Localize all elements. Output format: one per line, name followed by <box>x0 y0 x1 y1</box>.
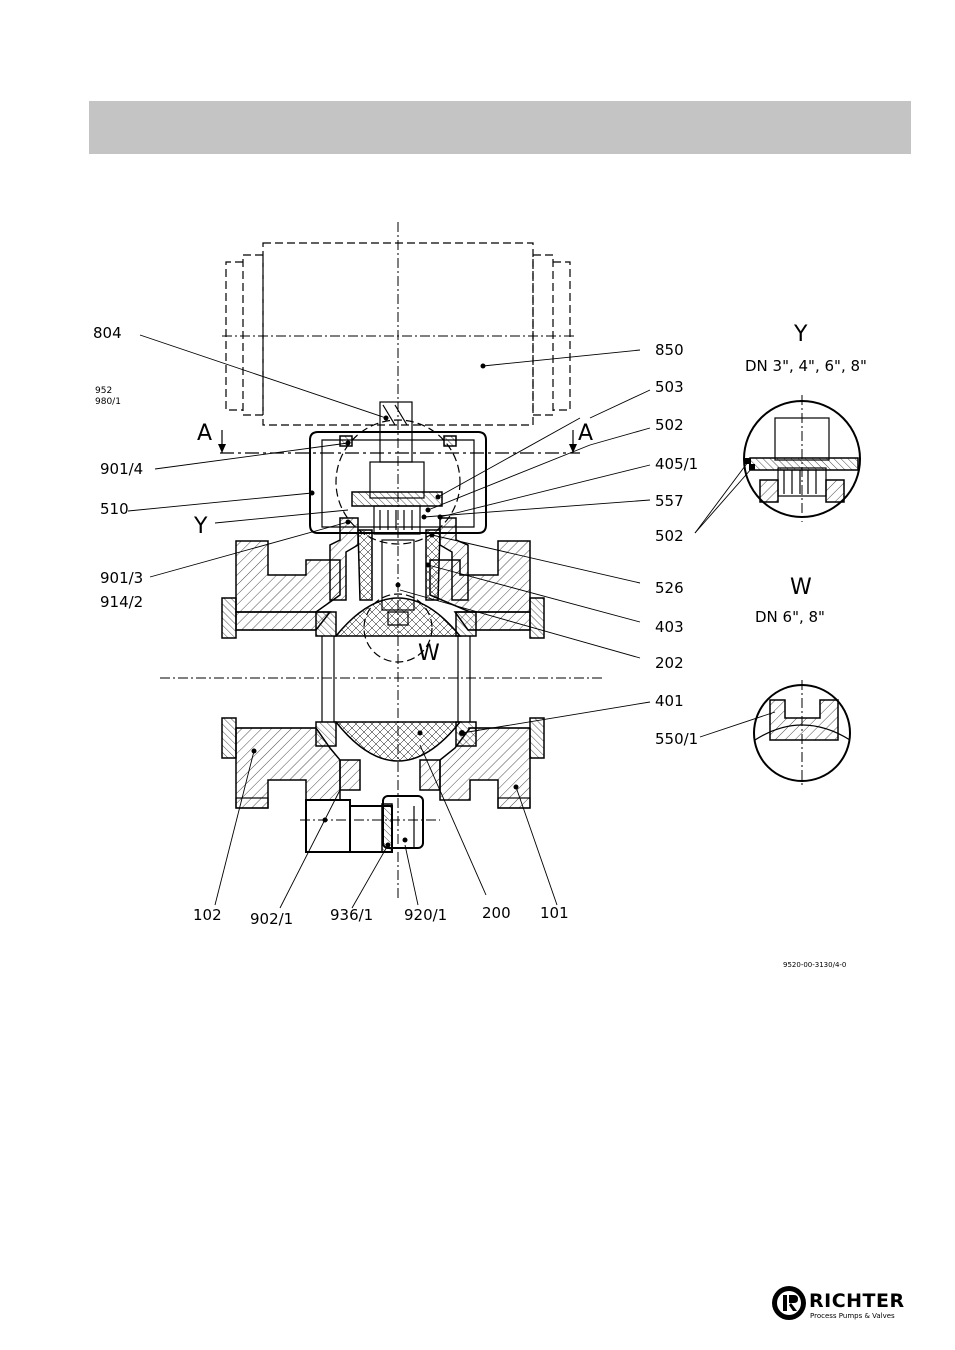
detail-y: Y DN 3", 4", 6", 8" 502 <box>655 322 867 545</box>
label-section-a-right: A <box>578 421 593 446</box>
label-902-1: 902/1 <box>250 910 293 928</box>
detail-y-subtitle: DN 3", 4", 6", 8" <box>745 357 867 375</box>
label-102: 102 <box>193 906 222 924</box>
label-526: 526 <box>655 579 684 597</box>
detail-y-label-502: 502 <box>655 527 684 545</box>
label-952: 952 <box>95 386 112 396</box>
label-901-4: 901/4 <box>100 460 143 478</box>
label-557: 557 <box>655 492 684 510</box>
section-a-markers <box>218 430 580 453</box>
label-914-2: 914/2 <box>100 593 143 611</box>
label-detail-y: Y <box>193 514 208 539</box>
label-502: 502 <box>655 416 684 434</box>
logo-tagline: Process Pumps & Valves <box>810 1312 895 1320</box>
drawing-number: 9520-00-3130/4-0 <box>783 961 846 969</box>
detail-y-title: Y <box>793 322 808 347</box>
label-901-3: 901/3 <box>100 569 143 587</box>
label-550-1: 550/1 <box>655 730 698 748</box>
label-section-a-left: A <box>197 421 212 446</box>
detail-w: W DN 6", 8" <box>700 575 850 785</box>
detail-w-title: W <box>790 575 812 600</box>
detail-w-subtitle: DN 6", 8" <box>755 608 825 626</box>
logo-name: RICHTER <box>809 1290 905 1312</box>
label-920-1: 920/1 <box>404 906 447 924</box>
label-980-1: 980/1 <box>95 397 121 407</box>
label-850: 850 <box>655 341 684 359</box>
label-detail-w: W <box>418 641 440 666</box>
label-403: 403 <box>655 618 684 636</box>
label-804: 804 <box>93 324 122 342</box>
label-503: 503 <box>655 378 684 396</box>
label-202: 202 <box>655 654 684 672</box>
label-101: 101 <box>540 904 569 922</box>
label-401: 401 <box>655 692 684 710</box>
label-200: 200 <box>482 904 511 922</box>
label-405-1: 405/1 <box>655 455 698 473</box>
label-510: 510 <box>100 500 129 518</box>
label-936-1: 936/1 <box>330 906 373 924</box>
